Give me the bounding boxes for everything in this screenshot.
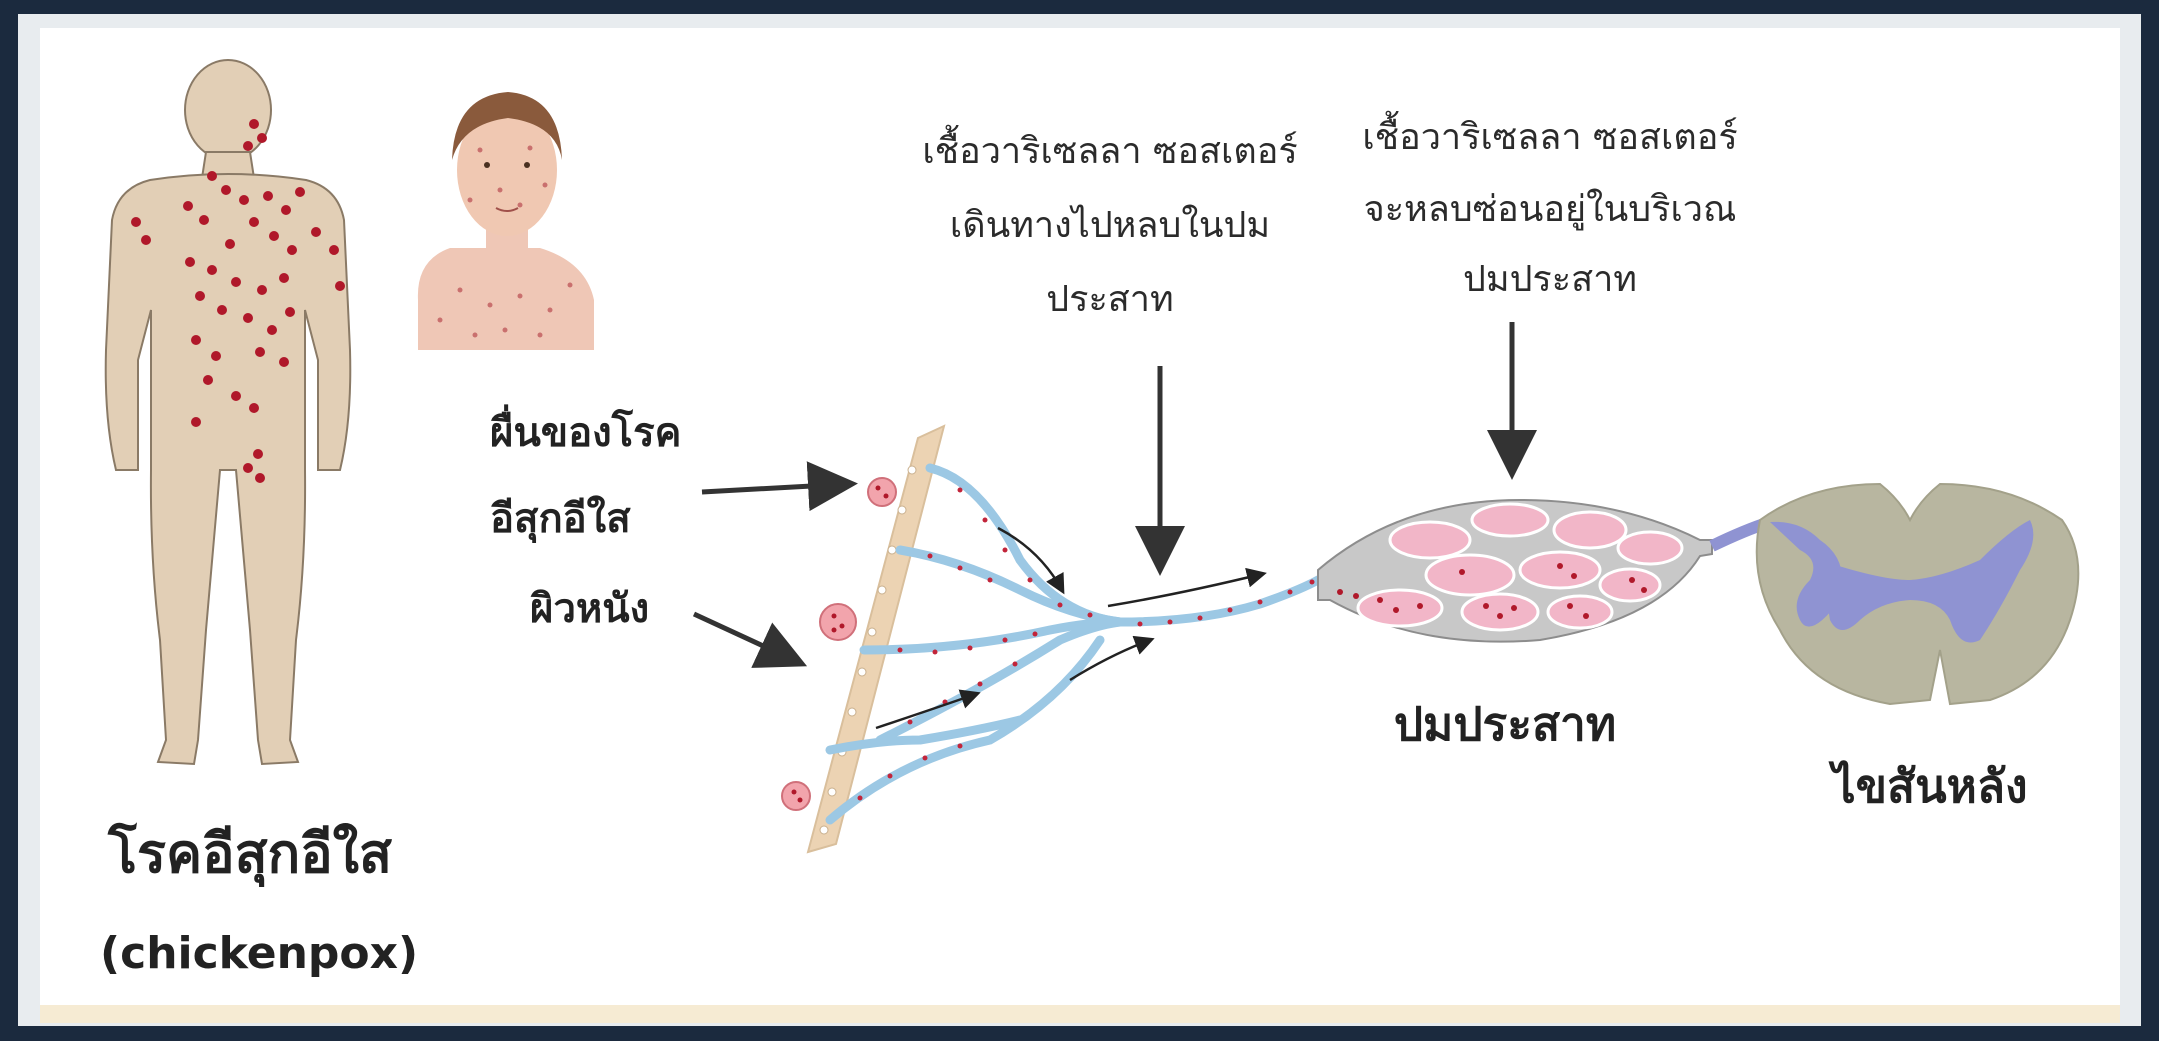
- body-figure: [106, 60, 351, 764]
- disease-name-label: โรคอีสุกอีใส: [100, 810, 400, 896]
- child-portrait: [418, 92, 594, 350]
- hide-label-line3: ปมประสาท: [1340, 250, 1760, 307]
- ganglion-structure: [1318, 500, 1770, 642]
- spinal-cord-section: [1757, 484, 2079, 704]
- rash-label-line1: ผื่นของโรค: [490, 400, 700, 464]
- hide-label-line1: เชื้อวาริเซลลา ซอสเตอร์: [1340, 108, 1760, 165]
- skin-label: ผิวหนัง: [530, 576, 710, 640]
- travel-label-line1: เชื้อวาริเซลลา ซอสเตอร์: [900, 122, 1320, 179]
- rash-label-line2: อีสุกอีใส: [490, 486, 700, 550]
- arrow-rash: [702, 484, 848, 492]
- hide-label-line2: จะหลบซ่อนอยู่ในบริเวณ: [1340, 180, 1760, 237]
- ganglion-label: ปมประสาท: [1340, 688, 1670, 761]
- travel-label-line2: เดินทางไปหลบในปม: [900, 196, 1320, 253]
- spinal-cord-label: ไขสันหลัง: [1780, 750, 2080, 823]
- disease-name-en-label: (chickenpox): [100, 928, 400, 979]
- travel-label-line3: ประสาท: [900, 270, 1320, 327]
